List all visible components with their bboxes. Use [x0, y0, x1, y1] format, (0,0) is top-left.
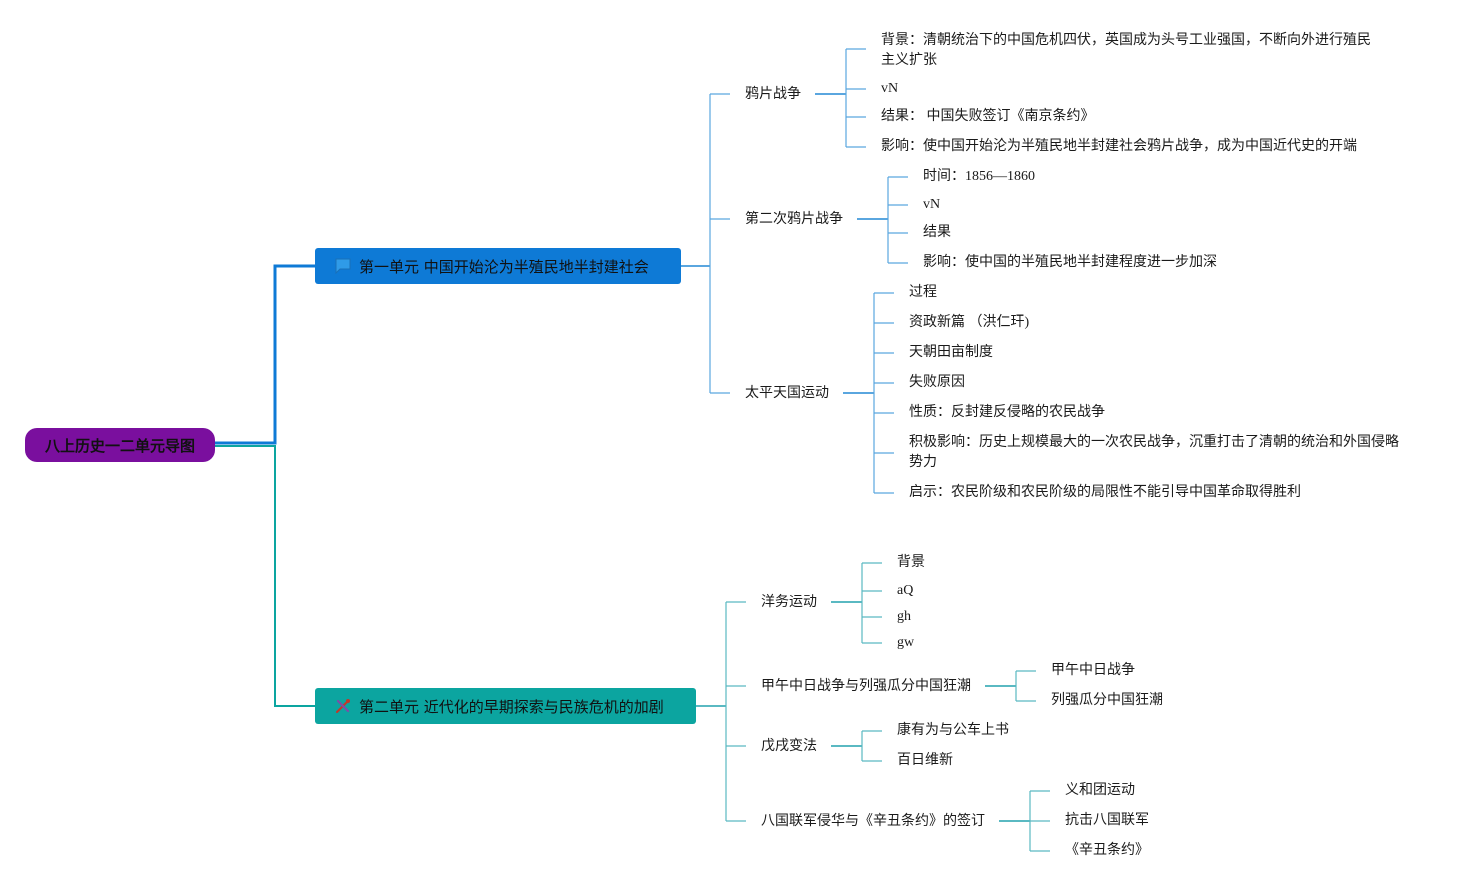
leaf-node[interactable]: 性质：反封建反侵略的农民战争 [909, 405, 1105, 420]
flag-icon [333, 256, 353, 276]
leaf-node[interactable]: 启示：农民阶级和农民阶级的局限性不能引导中国革命取得胜利 [909, 485, 1301, 500]
leaf-node[interactable]: 天朝田亩制度 [909, 345, 993, 360]
root-node[interactable]: 八上历史一二单元导图 [25, 428, 215, 462]
unit-2-label: 第二单元 近代化的早期探索与民族危机的加剧 [359, 697, 664, 716]
topic-node[interactable]: 洋务运动 [761, 594, 817, 610]
root-to-unit-1-connector [215, 264, 315, 445]
topic-node[interactable]: 第二次鸦片战争 [745, 211, 843, 227]
leaf-node[interactable]: 甲午中日战争 [1051, 663, 1135, 678]
leaf-node[interactable]: 百日维新 [897, 753, 953, 768]
leaf-node[interactable]: 背景：清朝统治下的中国危机四伏，英国成为头号工业强国，不断向外进行殖民主义扩张 [881, 33, 1371, 68]
leaf-node[interactable]: 失败原因 [909, 375, 965, 390]
leaf-node[interactable]: 影响：使中国开始沦为半殖民地半封建社会鸦片战争，成为中国近代史的开端 [881, 139, 1357, 154]
leaf-node[interactable]: 资政新篇 （洪仁玕) [909, 315, 1030, 330]
leaf-node[interactable]: vN [923, 197, 941, 212]
topic-node[interactable]: 八国联军侵华与《辛丑条约》的签订 [761, 813, 985, 829]
leaf-node[interactable]: 康有为与公车上书 [897, 723, 1009, 738]
topic-node[interactable]: 甲午中日战争与列强瓜分中国狂潮 [761, 678, 971, 694]
leaf-node[interactable]: 结果： 中国失败签订《南京条约》 [881, 109, 1095, 124]
leaf-node[interactable]: gw [897, 635, 915, 650]
unit-1-label: 第一单元 中国开始沦为半殖民地半封建社会 [359, 257, 649, 276]
leaf-node[interactable]: 义和团运动 [1065, 783, 1135, 798]
leaf-node[interactable]: 抗击八国联军 [1065, 813, 1149, 828]
tools-icon [333, 696, 353, 716]
root-to-unit-2-connector [215, 445, 315, 707]
topic-node[interactable]: 鸦片战争 [745, 86, 801, 102]
unit-2-node[interactable]: 第二单元 近代化的早期探索与民族危机的加剧 [315, 688, 696, 724]
leaf-node[interactable]: 时间：1856—1860 [923, 169, 1035, 184]
leaf-node[interactable]: vN [881, 81, 899, 96]
root-label: 八上历史一二单元导图 [44, 436, 195, 455]
leaf-node[interactable]: 过程 [909, 285, 937, 300]
unit-1-node[interactable]: 第一单元 中国开始沦为半殖民地半封建社会 [315, 248, 681, 284]
topic-node[interactable]: 戊戌变法 [761, 738, 817, 754]
leaf-node[interactable]: 影响：使中国的半殖民地半封建程度进一步加深 [923, 255, 1217, 270]
leaf-node[interactable]: gh [897, 609, 911, 624]
leaf-node[interactable]: 《辛丑条约》 [1065, 843, 1149, 858]
leaf-node[interactable]: aQ [897, 583, 914, 598]
leaf-node[interactable]: 列强瓜分中国狂潮 [1051, 693, 1163, 708]
leaf-node[interactable]: 结果 [923, 225, 951, 240]
leaf-node[interactable]: 积极影响：历史上规模最大的一次农民战争，沉重打击了清朝的统治和外国侵略势力 [909, 435, 1399, 470]
leaf-node[interactable]: 背景 [897, 555, 925, 570]
topic-node[interactable]: 太平天国运动 [745, 385, 829, 401]
